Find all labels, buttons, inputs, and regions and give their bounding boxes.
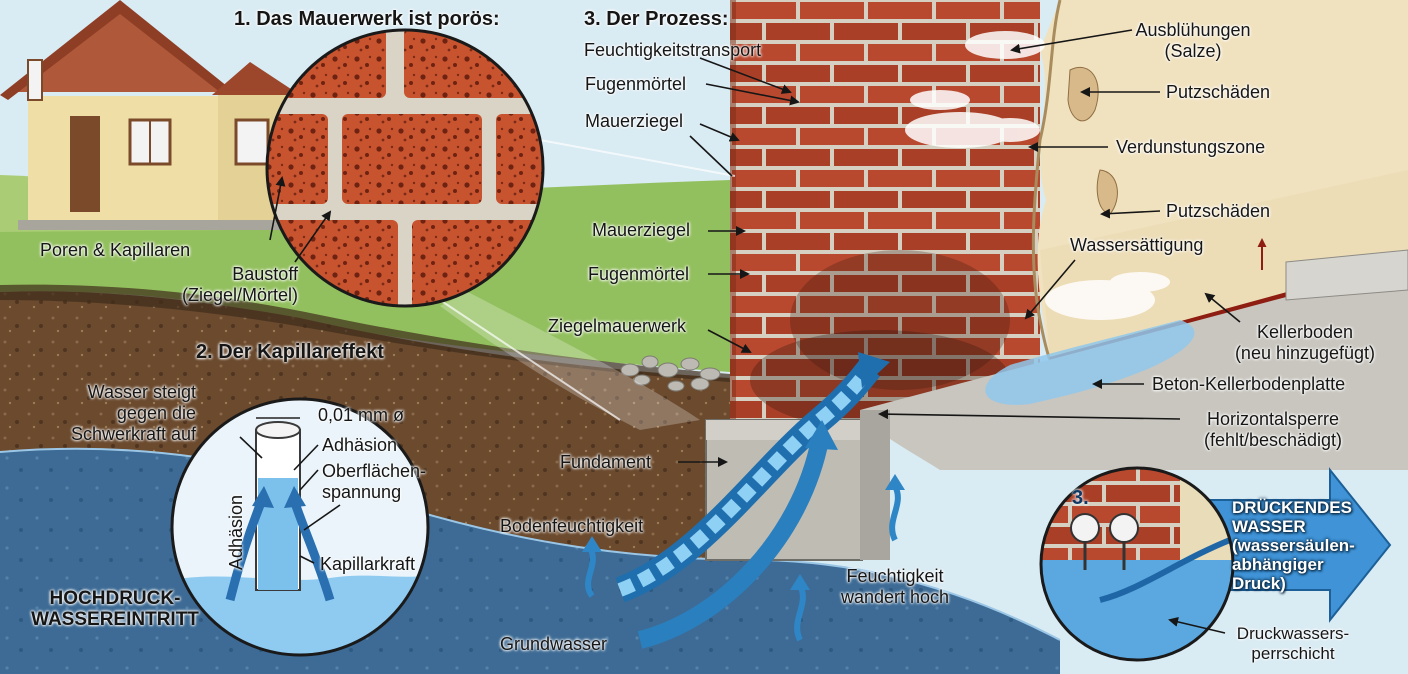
label-material: Baustoff (Ziegel/Mörtel) [150, 264, 298, 306]
label-basement-floor-line1: Kellerboden [1256, 322, 1354, 342]
heading-capillary-effect: 2. Der Kapillareffekt [196, 341, 384, 363]
label-surface-tension-line1: Oberflächen- [322, 461, 427, 481]
gravel-pile [620, 355, 721, 392]
label-inset-3-number: 3. [1072, 487, 1089, 509]
label-damp-course-line1: Horizontalsperre [1206, 409, 1340, 429]
label-water-saturation: Wassersättigung [1070, 235, 1204, 255]
label-pressing-water-line2: WASSER [1232, 517, 1306, 536]
label-water-rises: Wasser steigt gegen die Schwerkraft auf [20, 382, 196, 445]
inset-2-capillary [170, 397, 430, 657]
heading-process: 3. Der Prozess: [584, 8, 729, 30]
label-diameter: 0,01 mm ø [318, 405, 405, 425]
label-surface-tension-line2: spannung [322, 482, 402, 502]
label-moisture-rises-line2: wandert hoch [840, 587, 950, 607]
label-high-pressure-entry: HOCHDRUCK- WASSEREINTRITT [20, 588, 210, 630]
house [0, 0, 300, 230]
label-water-rises-line3: Schwerkraft auf [70, 424, 196, 444]
label-joint-mortar-2: Fugenmörtel [588, 264, 690, 284]
label-wall-brick-2: Mauerziegel [592, 220, 691, 240]
label-water-rises-line1: Wasser steigt [87, 382, 196, 402]
label-joint-mortar: Fugenmörtel [585, 74, 687, 94]
label-moisture-rises: Feuchtigkeit wandert hoch [820, 566, 970, 608]
label-basement-floor-line2: (neu hinzugefügt) [1234, 343, 1376, 363]
label-pressing-water: DRÜCKENDES WASSER (wassersäulen- abhängi… [1232, 498, 1355, 593]
label-pressure-barrier-line2: perrschicht [1251, 644, 1335, 663]
label-soil-moisture: Bodenfeuchtigkeit [500, 516, 644, 536]
label-plaster-damage-2: Putzschäden [1166, 201, 1271, 221]
label-water-rises-line2: gegen die [116, 403, 196, 423]
label-adhesion-vertical: Adhäsion [226, 494, 246, 570]
label-damp-course-line2: (fehlt/beschädigt) [1203, 430, 1343, 450]
label-pressing-water-line4: abhängiger [1232, 555, 1324, 574]
heading-porous-masonry: 1. Das Mauerwerk ist porös: [234, 8, 500, 30]
label-plaster-damage: Putzschäden [1166, 82, 1271, 102]
label-pores-capillaries: Poren & Kapillaren [40, 240, 191, 260]
label-wall-brick: Mauerziegel [585, 111, 684, 131]
label-concrete-slab: Beton-Kellerbodenplatte [1152, 374, 1346, 394]
label-efflorescence-line2: (Salze) [1164, 41, 1222, 61]
label-high-pressure-line2: WASSEREINTRITT [31, 609, 199, 630]
label-groundwater: Grundwasser [500, 634, 608, 654]
label-adhesion: Adhäsion [322, 435, 398, 455]
label-material-line2: (Ziegel/Mörtel) [181, 285, 298, 305]
label-evaporation-zone: Verdunstungszone [1116, 137, 1266, 157]
label-pressing-water-line1: DRÜCKENDES [1232, 498, 1352, 517]
label-pressure-barrier-line1: Druckwassers- [1236, 624, 1350, 643]
label-pressing-water-line5: Druck) [1232, 574, 1286, 593]
basement-floor [860, 249, 1408, 470]
label-surface-tension: Oberflächen- spannung [322, 461, 426, 503]
label-efflorescence: Ausblühungen (Salze) [1128, 20, 1258, 62]
label-damp-course: Horizontalsperre (fehlt/beschädigt) [1188, 409, 1358, 451]
leader-lines [239, 29, 1267, 634]
label-pressing-water-line3: (wassersäulen- [1232, 536, 1355, 555]
label-high-pressure-line1: HOCHDRUCK- [49, 588, 181, 609]
brick-wall [730, 0, 1040, 430]
label-material-line1: Baustoff [232, 264, 298, 284]
label-moisture-transport: Feuchtigkeitstransport [584, 40, 762, 60]
label-basement-floor: Kellerboden (neu hinzugefügt) [1214, 322, 1396, 364]
label-efflorescence-line1: Ausblühungen [1135, 20, 1251, 40]
moisture-arrows [582, 352, 905, 649]
efflorescence [905, 31, 1170, 320]
label-foundation: Fundament [560, 452, 652, 472]
label-capillary-force: Kapillarkraft [320, 554, 416, 574]
label-brickwork: Ziegelmauerwerk [548, 316, 687, 336]
label-pressure-barrier: Druckwassers- perrschicht [1228, 624, 1358, 664]
label-moisture-rises-line1: Feuchtigkeit [846, 566, 944, 586]
